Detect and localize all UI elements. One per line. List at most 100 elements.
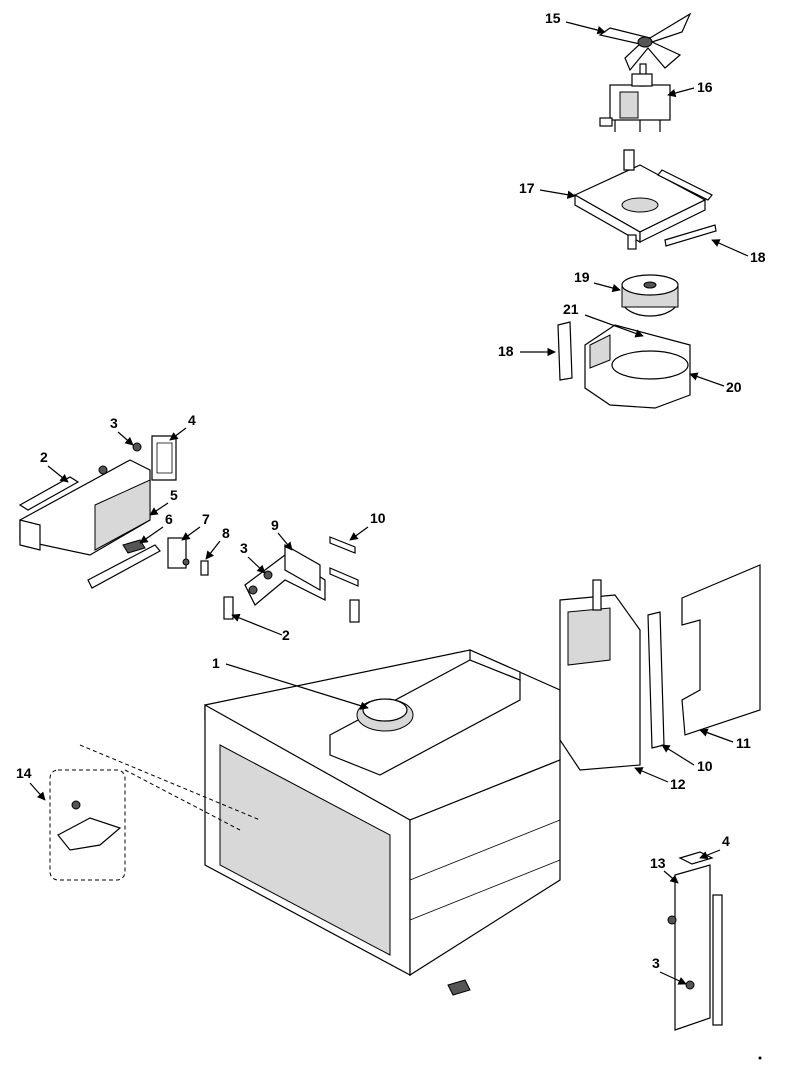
callout-leader-line (711, 239, 749, 257)
callout-leader-line (593, 282, 621, 293)
callout-c2a: 2 (40, 449, 69, 483)
callout-c18b: 18 (498, 343, 556, 359)
callout-c6: 6 (139, 511, 173, 544)
callout-leader-line (667, 87, 695, 98)
fan-motor (599, 63, 671, 132)
callout-c16: 16 (667, 79, 713, 98)
callout-leader-line (139, 526, 164, 544)
detail-inset-14 (49, 744, 261, 881)
callout-c15: 15 (545, 10, 606, 35)
support-bracket-9 (244, 543, 326, 606)
callout-c9: 9 (271, 517, 293, 551)
callout-number: 4 (722, 833, 730, 849)
callout-number: 5 (170, 487, 178, 503)
fuse-8 (200, 560, 209, 576)
callout-c13: 13 (650, 855, 679, 884)
callout-number: 10 (370, 510, 386, 526)
side-panel-12 (559, 579, 641, 771)
callout-c3c: 3 (652, 955, 687, 985)
callout-number: 17 (519, 180, 535, 196)
callout-number: 8 (222, 525, 230, 541)
callout-leader-line (247, 556, 266, 574)
callout-leader-line (181, 526, 201, 541)
callout-number: 9 (271, 517, 279, 533)
bracket-strip-lower (664, 224, 717, 247)
callout-leader-line (47, 465, 69, 483)
callout-c12: 12 (634, 767, 686, 792)
callout-number: 11 (736, 735, 751, 751)
vent-duct (19, 459, 151, 556)
corner-trim-13 (674, 864, 723, 1031)
vent-strip-bottom (87, 544, 161, 589)
bracket-7 (167, 537, 190, 569)
callout-c18a: 18 (711, 239, 766, 265)
mounting-clip-4 (151, 435, 177, 481)
callout-c19: 19 (574, 269, 621, 293)
callout-leader-line (663, 870, 679, 884)
callout-leader-line (169, 427, 187, 441)
callout-c3a: 3 (110, 415, 134, 446)
screw-3a (98, 442, 142, 475)
callout-number: 3 (110, 415, 118, 431)
callout-leader-line (539, 189, 576, 199)
top-trim-4b (678, 851, 714, 865)
callout-leader-line (699, 728, 734, 743)
callout-number: 18 (750, 249, 766, 265)
callout-number: 12 (670, 776, 686, 792)
callout-number: 6 (165, 511, 173, 527)
fan-blade (598, 12, 692, 72)
page-dot-mark (758, 1056, 762, 1060)
callout-c17: 17 (519, 180, 576, 199)
callout-number: 10 (697, 758, 713, 774)
callout-number: 20 (726, 379, 742, 395)
motor-mounting-bracket (573, 149, 707, 250)
callout-leader-line (29, 782, 46, 801)
callout-leader-line (699, 849, 721, 860)
callout-c20: 20 (689, 372, 742, 395)
callout-number: 2 (40, 449, 48, 465)
callout-c7: 7 (181, 511, 210, 541)
callout-number: 13 (650, 855, 666, 871)
callout-c5: 5 (149, 487, 178, 516)
callout-c2b: 2 (231, 613, 290, 643)
callout-number: 4 (188, 412, 196, 428)
rear-panel-11 (681, 564, 761, 736)
callout-c4b: 4 (699, 833, 730, 860)
callout-leader-line (205, 540, 221, 560)
callout-number: 2 (282, 627, 290, 643)
callout-leader-line (634, 767, 669, 783)
blower-housing (584, 324, 691, 409)
screws-3c (667, 915, 695, 990)
gasket-10-vertical (647, 611, 665, 749)
callout-number: 19 (574, 269, 590, 285)
gasket-10-upper (329, 536, 359, 587)
callout-c10a: 10 (349, 510, 386, 541)
cooling-duct-assembly (329, 649, 521, 776)
callout-leader-line (689, 372, 725, 387)
callout-c8: 8 (205, 525, 230, 560)
callout-leader-line (659, 971, 687, 985)
blower-wheel (621, 274, 679, 317)
callout-number: 15 (545, 10, 561, 26)
callout-number: 3 (240, 540, 248, 556)
callout-number: 14 (16, 765, 32, 781)
spacer-2-pair (223, 596, 360, 623)
callout-c3b: 3 (240, 540, 266, 574)
callout-number: 16 (697, 79, 713, 95)
vent-strip-top (18, 476, 80, 511)
callout-leader-line (565, 21, 606, 35)
callout-c14: 14 (16, 765, 46, 801)
leveling-foot (447, 979, 471, 996)
blower-side-strip (557, 321, 573, 381)
callout-number: 7 (202, 511, 210, 527)
callout-leader-line (661, 744, 695, 766)
callout-leader-line (231, 613, 283, 636)
bracket-strip-upper (657, 169, 713, 201)
callout-c4a: 4 (169, 412, 196, 441)
callout-c1: 1 (212, 655, 369, 710)
callout-leader-line (584, 314, 644, 338)
callout-leader-line (149, 502, 169, 516)
thermostat-cover-1 (356, 698, 414, 732)
